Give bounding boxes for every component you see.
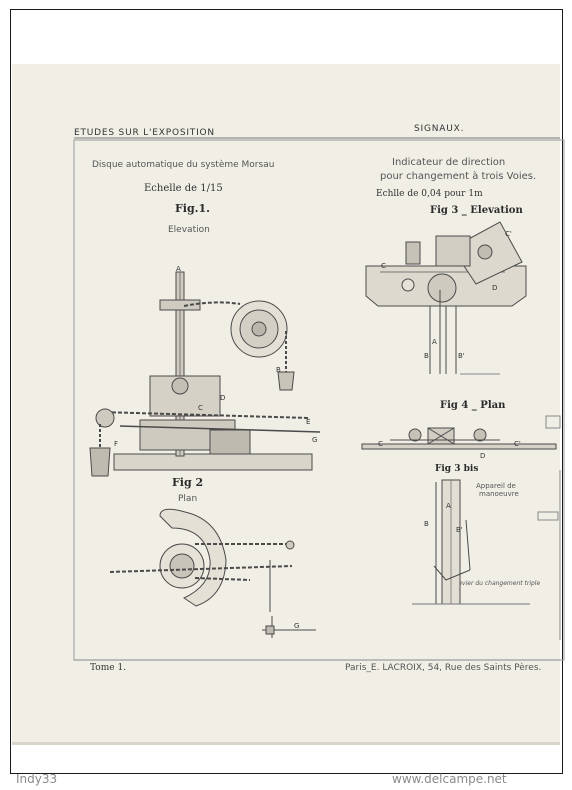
left-title: Disque automatique du système Morsau [92, 160, 275, 170]
fig2-drawing [109, 508, 316, 638]
plate-border [73, 139, 565, 661]
label-a: A [176, 265, 181, 273]
footer-right: Paris_E. LACROIX, 54, Rue des Saints Pèr… [345, 663, 542, 673]
header-left: ETUDES SUR L'EXPOSITION [74, 128, 215, 138]
fig1-label: Fig.1. [175, 202, 210, 215]
label-c: C [198, 404, 203, 412]
fig3bis-label: Fig 3 bis [435, 464, 479, 474]
label-b-fig3: B [424, 352, 429, 360]
fig3-label: Fig 3 _ Elevation [430, 205, 523, 216]
label-b: B [276, 366, 281, 374]
label-g: G [312, 436, 317, 444]
header-right: SIGNAUX. [414, 124, 465, 134]
label-d-fig4: D [480, 452, 485, 460]
watermark-right: www.delcampe.net [392, 772, 507, 786]
fig3bis-drawing [412, 479, 530, 605]
left-scale: Echelle de 1/15 [144, 183, 223, 194]
label-a-fig3: A [432, 338, 437, 346]
fig2-label: Fig 2 [172, 476, 204, 489]
label-d: D [220, 394, 225, 402]
fig1-drawing [89, 271, 321, 477]
fig2-caption: Plan [178, 494, 198, 504]
label-b-fig3bis: B [424, 520, 429, 528]
label-c-fig3: C [381, 262, 386, 270]
fig1-caption: Elevation [168, 225, 210, 235]
right-title-2: pour changement à trois Voies. [380, 171, 537, 182]
label-g2: G [294, 622, 299, 630]
fig3-drawing [365, 221, 527, 375]
appareil-line1: Appareil de [476, 482, 516, 490]
engraving-sheet [12, 64, 560, 744]
label-e: E [306, 418, 310, 426]
levier-label: Levier du changement triple [455, 580, 541, 587]
label-a-fig3bis: A [446, 502, 451, 510]
label-f: F [114, 440, 118, 448]
watermark-left: Indy33 [16, 772, 58, 786]
label-c-fig4: C [378, 440, 383, 448]
fig4-drawing [361, 427, 557, 450]
footer-left: Tome 1. [90, 663, 127, 673]
label-d-fig3: D [492, 284, 497, 292]
label-bp-fig3bis: B' [456, 526, 463, 534]
label-cp-fig3: C' [505, 230, 512, 238]
appareil-line2: manoeuvre [479, 490, 519, 498]
label-bp-fig3: B' [458, 352, 465, 360]
fig4-label: Fig 4 _ Plan [440, 400, 506, 411]
right-title-1: Indicateur de direction [392, 157, 506, 168]
right-scale: Echlle de 0,04 pour 1m [376, 189, 483, 199]
label-cp-fig4: C' [514, 440, 521, 448]
sheet-edge [12, 742, 560, 745]
